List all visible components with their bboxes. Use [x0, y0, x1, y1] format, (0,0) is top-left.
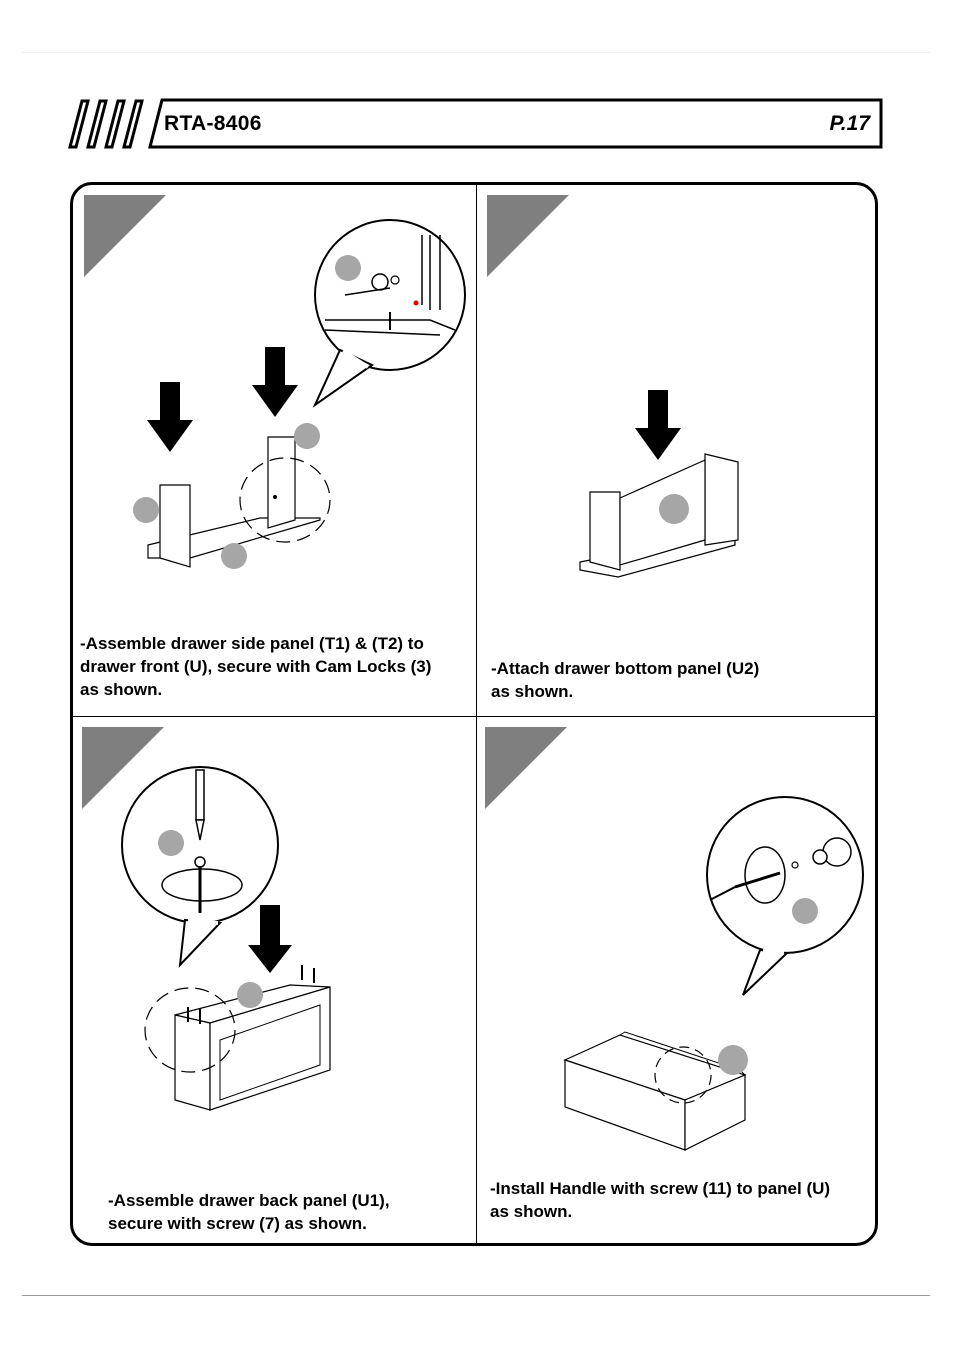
horizontal-divider [73, 716, 877, 717]
knob-icon [822, 837, 852, 867]
part-badge-icon [659, 494, 689, 524]
part-badge-icon [221, 543, 247, 569]
step2-caption: -Attach drawer bottom panel (U2) as show… [491, 659, 760, 701]
step3-illustration [121, 766, 331, 1111]
top-rule [22, 52, 930, 53]
header-stripes-logo [68, 98, 883, 149]
steps-frame [70, 182, 878, 1246]
page-header: RTA-8406 P.17 [68, 97, 884, 151]
screwdriver-icon [195, 769, 205, 821]
down-arrow-icon [252, 347, 298, 417]
step3-caption: -Assemble drawer back panel (U1), secure… [108, 1191, 390, 1233]
step-marker-4 [485, 727, 567, 809]
part-badge-icon [158, 830, 184, 856]
part-badge-icon [294, 423, 320, 449]
down-arrow-icon [147, 382, 193, 452]
part-badge-icon [133, 497, 159, 523]
model-number: RTA-8406 [164, 112, 262, 135]
part-badge-icon [335, 255, 361, 281]
vertical-divider [476, 185, 477, 1245]
step4-caption: -Install Handle with screw (11) to panel… [490, 1179, 831, 1221]
down-arrow-icon [248, 905, 292, 973]
step-marker-2 [487, 195, 569, 277]
step4-illustration [563, 796, 864, 1151]
step2-illustration [579, 390, 739, 578]
part-badge-icon [718, 1045, 748, 1075]
step1-caption: -Assemble drawer side panel (T1) & (T2) … [80, 634, 432, 699]
bottom-rule [22, 1295, 930, 1296]
part-badge-icon [792, 898, 818, 924]
down-arrow-icon [635, 390, 681, 460]
step-marker-1 [84, 195, 166, 277]
page-number: P.17 [829, 112, 871, 135]
step1-illustration [133, 219, 466, 569]
part-badge-icon [237, 982, 263, 1008]
